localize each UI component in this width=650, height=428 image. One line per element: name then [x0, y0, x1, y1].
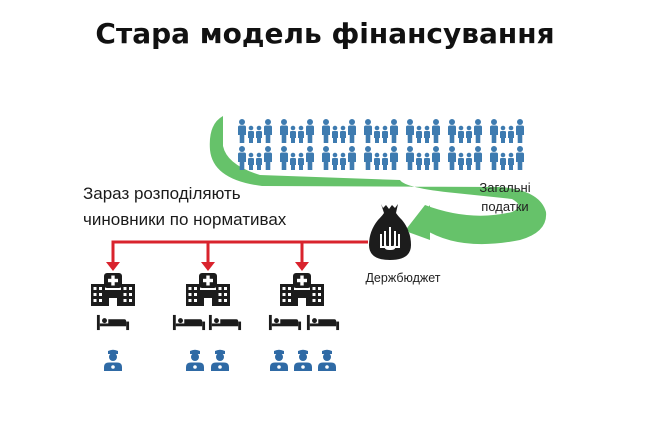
family-icon — [448, 146, 482, 170]
family-icon — [280, 119, 314, 143]
doctors — [104, 349, 336, 371]
family-icon — [364, 119, 398, 143]
doctor-icon — [104, 349, 122, 371]
bed-icon — [268, 314, 302, 331]
tax-flow-shape — [209, 116, 547, 245]
doctor-icon — [294, 349, 312, 371]
hospital-icon — [280, 273, 324, 306]
family-icon — [322, 146, 356, 170]
taxes-label-line2: податки — [481, 199, 528, 214]
hospitals — [91, 273, 324, 306]
family-icon — [490, 146, 524, 170]
family-icon — [280, 146, 314, 170]
doctor-icon — [270, 349, 288, 371]
distribution-arrows — [111, 240, 368, 264]
family-icon — [364, 146, 398, 170]
hospital-icon — [186, 273, 230, 306]
arrowhead-1 — [106, 262, 120, 271]
doctor-icon — [186, 349, 204, 371]
bed-icon — [208, 314, 242, 331]
family-icon — [322, 119, 356, 143]
doctor-icon — [211, 349, 229, 371]
bed-icon — [96, 314, 130, 331]
bed-icon — [306, 314, 340, 331]
budget-label: Держбюджет — [365, 271, 440, 285]
taxpayers-grid — [238, 119, 524, 170]
arrowhead-3 — [295, 262, 309, 271]
money-bag-trident-icon — [369, 204, 411, 260]
bed-icon — [172, 314, 206, 331]
arrowhead-2 — [201, 262, 215, 271]
family-icon — [448, 119, 482, 143]
family-icon — [406, 146, 440, 170]
family-icon — [238, 119, 272, 143]
family-icon — [238, 146, 272, 170]
family-icon — [490, 119, 524, 143]
tax-arrowhead — [408, 205, 430, 240]
taxes-label-line1: Загальні — [479, 180, 530, 195]
arrow-to-hospital-1 — [111, 240, 368, 264]
doctor-icon — [318, 349, 336, 371]
family-icon — [406, 119, 440, 143]
page-title: Стара модель фінансування — [95, 17, 554, 50]
beds — [96, 314, 340, 331]
distribution-label-line1: Зараз розподіляють — [83, 184, 241, 203]
hospital-icon — [91, 273, 135, 306]
distribution-label-line2: чиновники по нормативах — [83, 210, 287, 229]
